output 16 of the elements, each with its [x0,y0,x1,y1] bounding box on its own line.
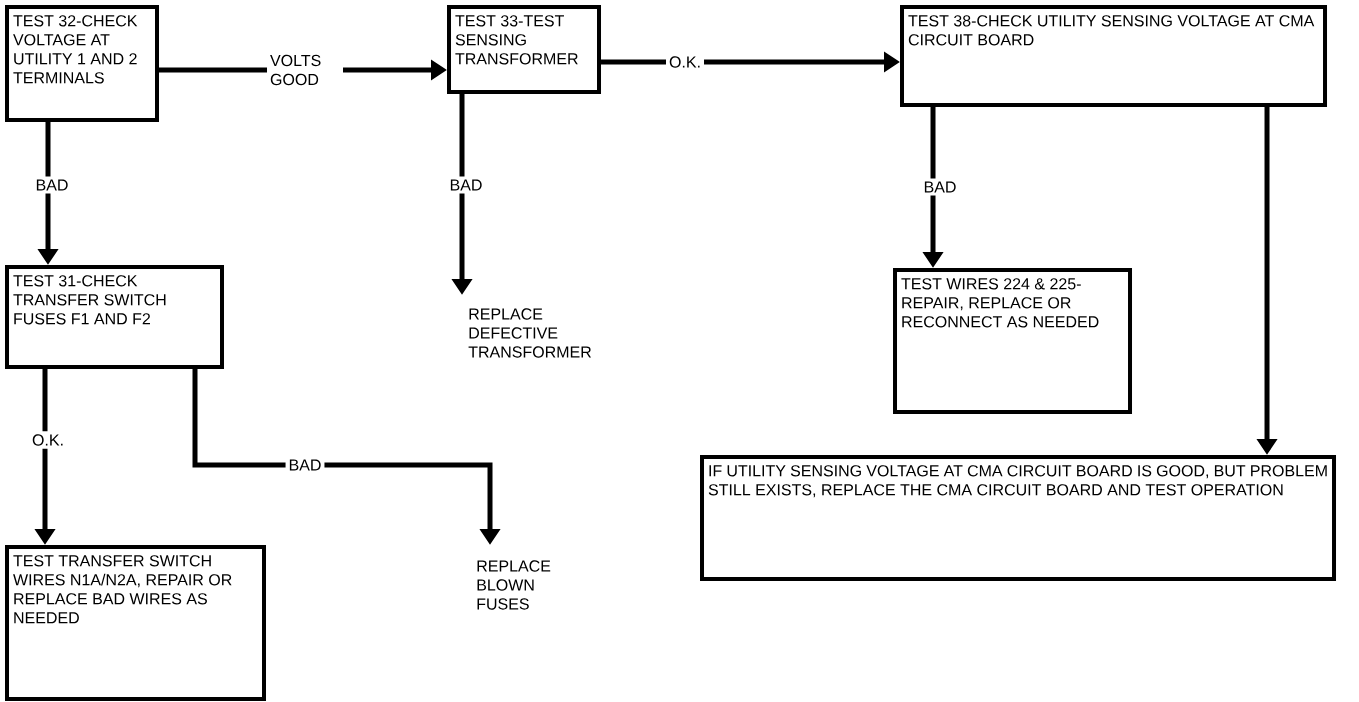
process-box: TEST 32-CHECK VOLTAGE AT UTILITY 1 AND 2 TERMINALS [5,5,159,122]
edge-label: BAD [920,178,960,196]
process-box: TEST TRANSFER SWITCH WIRES N1A/N2A, REPAIR OR REPLACE BAD WIRES AS NEEDED [5,545,266,701]
action-text: REPLACE DEFECTIVE TRANSFORMER [468,308,591,358]
process-box: TEST 38-CHECK UTILITY SENSING VOLTAGE AT CMA CIRCUIT BOARD [900,5,1327,107]
edge-label: BAD [446,176,486,194]
process-box: TEST WIRES 224 & 225- REPAIR, REPLACE OR RECONNECT AS NEEDED [893,268,1132,414]
process-box: TEST 33-TEST SENSING TRANSFORMER [447,5,601,94]
edge-label: BAD [285,456,325,474]
edge-label: VOLTS GOOD [267,51,343,89]
process-box: TEST 31-CHECK TRANSFER SWITCH FUSES F1 AND F2 [5,265,224,369]
process-box: IF UTILITY SENSING VOLTAGE AT CMA CIRCUIT BOARD IS GOOD, BUT PROBLEM STILL EXISTS, REPLACE THE CMA CIRCUIT BOARD AND TEST OPERATION [700,455,1336,581]
edge-label: BAD [32,176,72,194]
action-text: REPLACE BLOWN FUSES [477,560,551,610]
edge-label: O.K. [29,431,67,449]
edge-label: O.K. [666,53,704,71]
